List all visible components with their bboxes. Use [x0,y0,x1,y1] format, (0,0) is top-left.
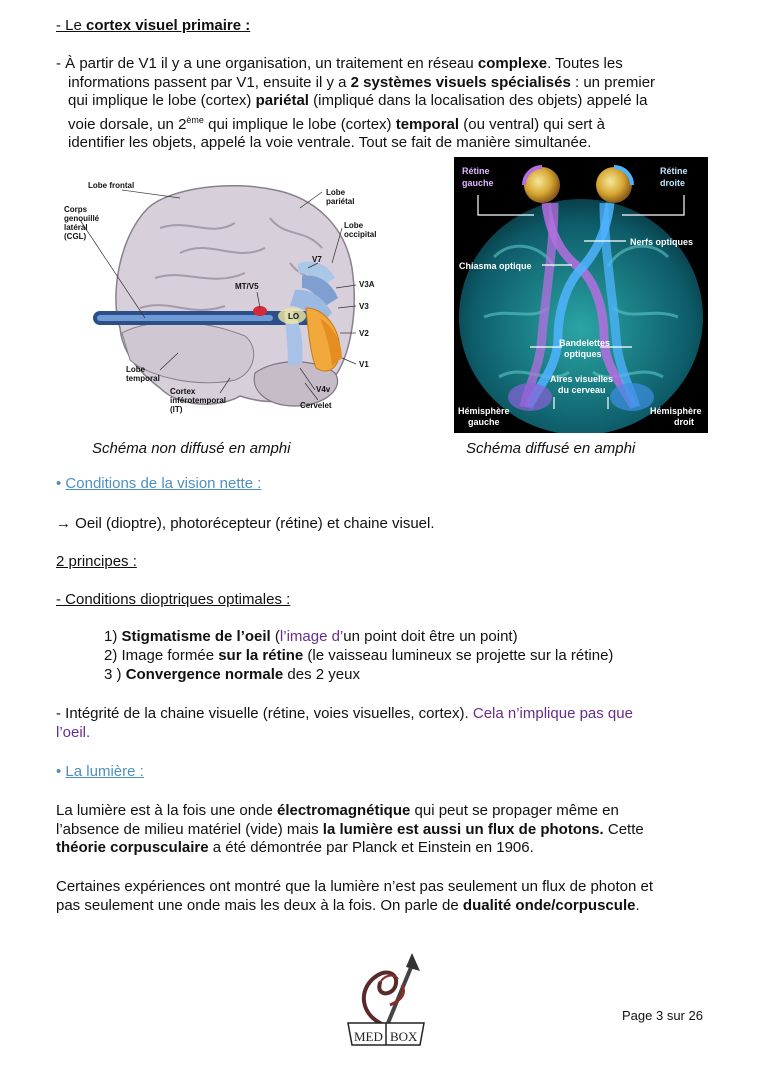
svg-text:Aires visuelles: Aires visuelles [550,374,613,384]
label-lobe-frontal: Lobe frontal [88,181,134,190]
list-item-3: 3 ) Convergence normale des 2 yeux [104,666,360,683]
svg-text:V4v: V4v [316,385,331,394]
svg-text:Lobe: Lobe [344,221,364,230]
dioptrique-heading: - Conditions dioptriques optimales : [56,591,291,608]
svg-text:V7: V7 [312,255,322,264]
svg-text:Hémisphère: Hémisphère [650,406,702,416]
svg-text:gauche: gauche [468,417,500,427]
caption-right: Schéma diffusé en amphi [466,440,636,457]
svg-text:Lobe: Lobe [126,365,146,374]
svg-text:latéral: latéral [64,223,88,232]
svg-text:du cerveau: du cerveau [558,385,606,395]
svg-text:gauche: gauche [462,178,494,188]
brain-lateral-figure: Lobe frontal Corps genouillé latéral (CG… [64,181,376,414]
svg-text:(IT): (IT) [170,405,183,414]
section-title-cortex: - Le cortex visuel primaire : [56,17,251,34]
svg-text:V3: V3 [359,302,369,311]
svg-text:Nerfs optiques: Nerfs optiques [630,237,693,247]
svg-text:V1: V1 [359,360,369,369]
svg-text:(CGL): (CGL) [64,232,87,241]
list-item-2: 2) Image formée sur la rétine (le vaisse… [104,647,614,664]
visual-pathway-figure: Rétine gauche Rétine droite Nerfs optiqu… [454,157,708,433]
svg-text:droite: droite [660,178,685,188]
svg-text:optiques: optiques [564,349,602,359]
paragraph-cortex: - À partir de V1 il y a une organisation… [56,55,656,151]
svg-text:Chiasma optique: Chiasma optique [459,261,532,271]
lumiere-paragraph-2: Certaines expériences ont montré que la … [56,878,654,914]
svg-text:droit: droit [674,417,694,427]
svg-text:occipital: occipital [344,230,376,239]
svg-text:pariétal: pariétal [326,197,354,206]
list-item-1: 1) Stigmatisme de l’oeil (l’image d’un p… [104,628,518,645]
svg-text:Bandelettes: Bandelettes [559,338,610,348]
svg-text:Corps: Corps [64,205,88,214]
svg-text:Cortex: Cortex [170,387,196,396]
svg-text:V2: V2 [359,329,369,338]
caption-left: Schéma non diffusé en amphi [92,440,291,457]
svg-text:inférotemporal: inférotemporal [170,396,226,405]
page-number: Page 3 sur 26 [622,1008,703,1023]
svg-text:Rétine: Rétine [462,166,490,176]
svg-text:Rétine: Rétine [660,166,688,176]
arrow-line: → Oeil (dioptre), photorécepteur (rétine… [56,515,435,532]
svg-text:V3A: V3A [359,280,375,289]
svg-text:Lobe: Lobe [326,188,346,197]
svg-text:BOX: BOX [390,1029,418,1044]
section-title-lumiere: • La lumière : [56,763,144,780]
svg-text:genouillé: genouillé [64,214,100,223]
svg-text:MT/V5: MT/V5 [235,282,259,291]
principes-heading: 2 principes : [56,553,137,570]
integrite-paragraph: - Intégrité de la chaine visuelle (rétin… [56,705,633,741]
svg-text:Cervelet: Cervelet [300,401,332,410]
svg-text:Hémisphère: Hémisphère [458,406,510,416]
medibox-logo: MED BOX [347,953,425,1046]
lumiere-paragraph-1: La lumière est à la fois une onde électr… [56,802,644,856]
svg-text:LO: LO [288,312,299,321]
svg-text:MED: MED [354,1029,383,1044]
svg-text:temporal: temporal [126,374,160,383]
section-title-conditions: • Conditions de la vision nette : [56,475,262,492]
